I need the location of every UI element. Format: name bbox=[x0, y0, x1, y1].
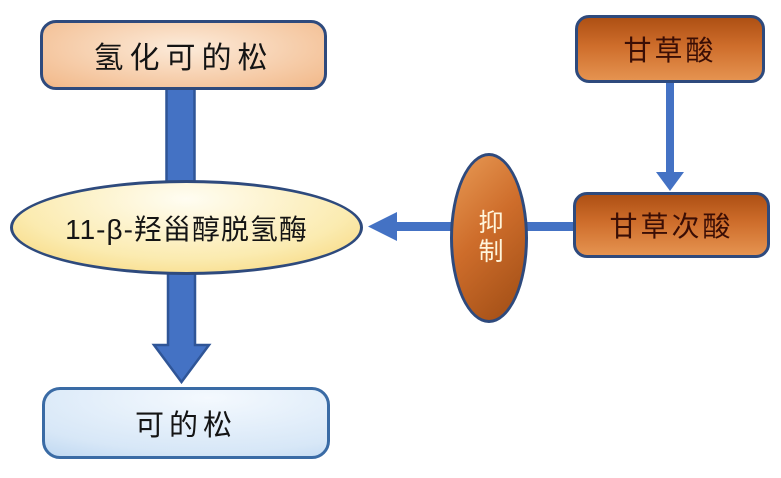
node-hydrocortisone: 氢化可的松 bbox=[40, 20, 327, 90]
node-cortisone: 可的松 bbox=[42, 387, 330, 459]
node-inhibit: 抑制 bbox=[450, 153, 528, 323]
node-hydrocortisone-label: 氢化可的松 bbox=[93, 42, 274, 75]
node-enzyme-label: 11-β-羟甾醇脱氢酶 bbox=[65, 213, 308, 245]
arrow-enzyme-to-cortisone bbox=[151, 260, 212, 385]
node-inhibit-label: 抑制 bbox=[475, 209, 503, 267]
arrow-glycyrrhizic-to-glycyrrhetinic bbox=[656, 83, 684, 191]
node-glycyrrhetinic-acid-label: 甘草次酸 bbox=[609, 211, 734, 242]
node-glycyrrhizic-acid-label: 甘草酸 bbox=[623, 35, 717, 66]
node-glycyrrhetinic-acid: 甘草次酸 bbox=[573, 192, 770, 258]
node-glycyrrhizic-acid: 甘草酸 bbox=[575, 15, 765, 83]
node-cortisone-label: 可的松 bbox=[134, 410, 237, 442]
node-enzyme: 11-β-羟甾醇脱氢酶 bbox=[10, 180, 363, 275]
